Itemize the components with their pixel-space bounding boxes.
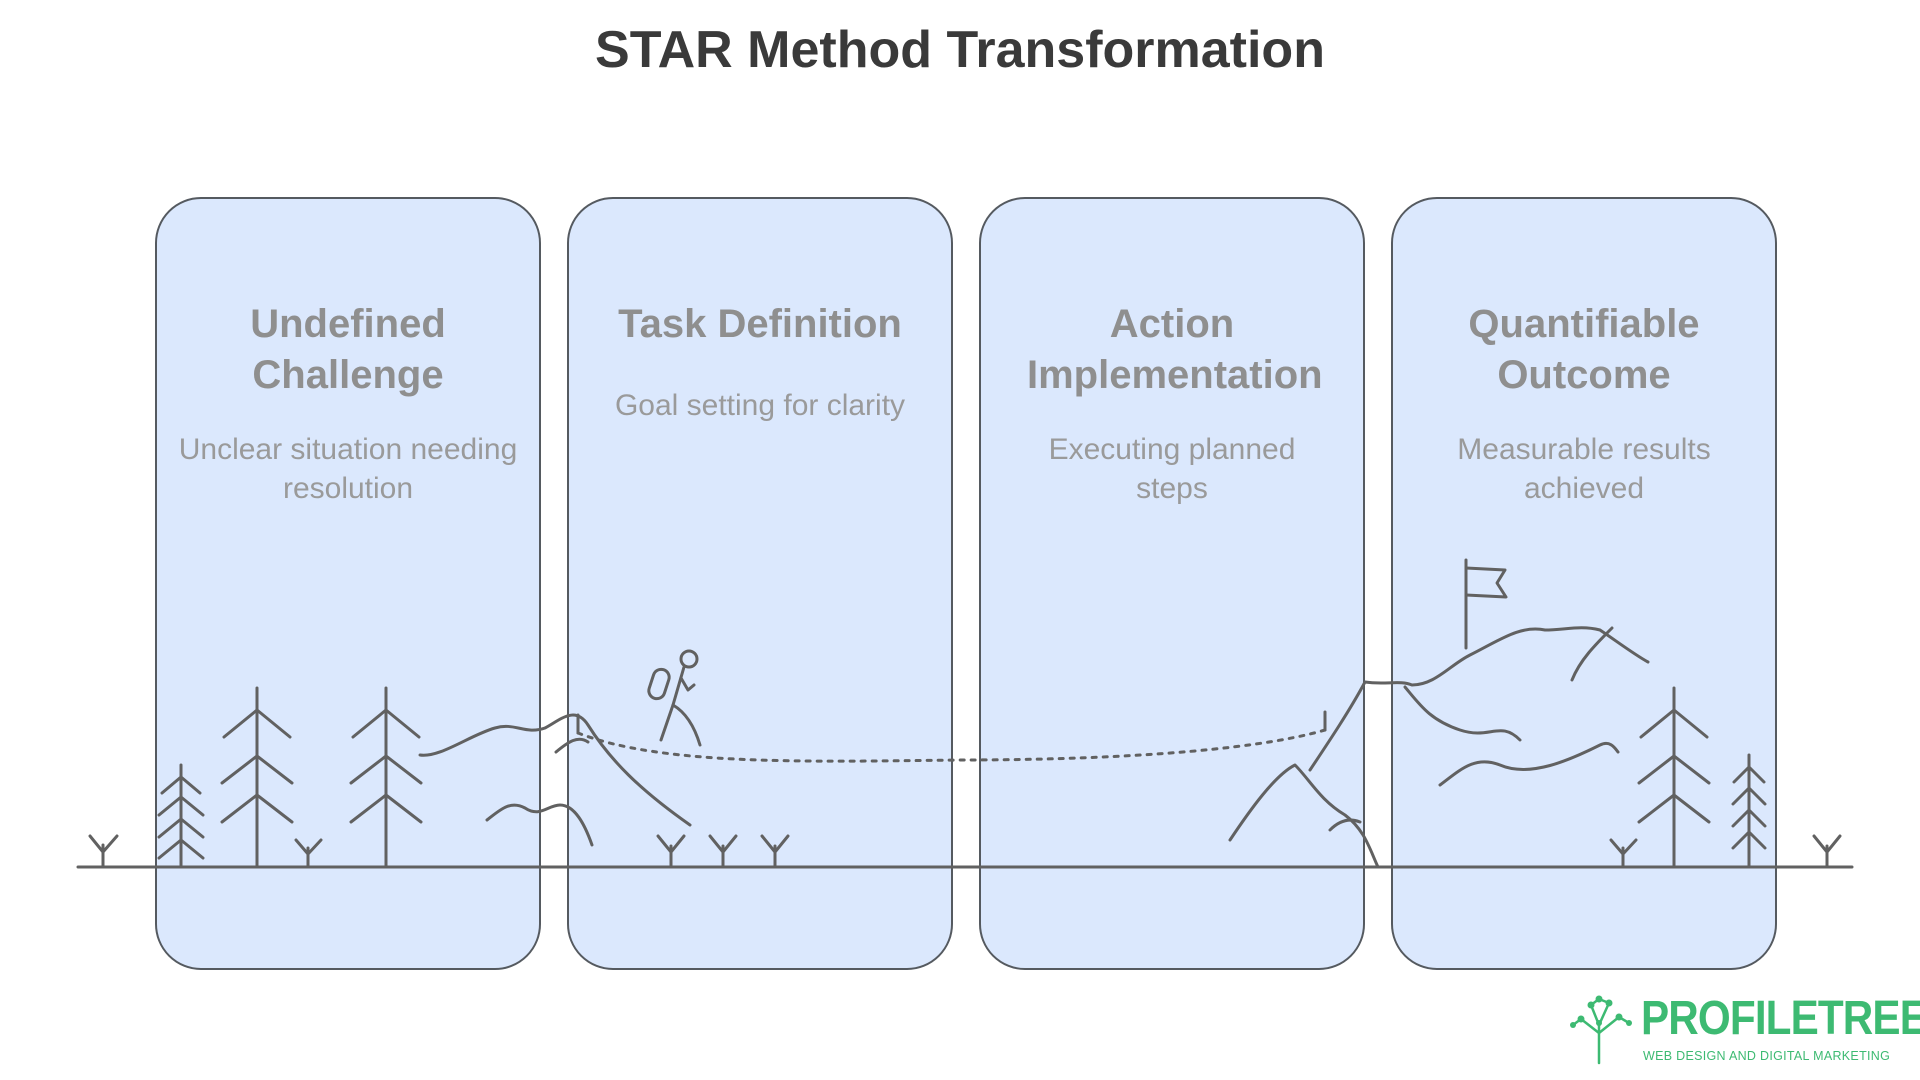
diagram-title: STAR Method Transformation xyxy=(595,21,1325,79)
stage-panel-action-implementation: Action Implementation Executing planned … xyxy=(979,197,1365,970)
stage-description: Executing planned steps xyxy=(1048,433,1296,505)
stage-heading: Action Implementation xyxy=(1027,302,1323,397)
stage-description: Unclear situation needing resolution xyxy=(178,433,518,505)
tree-logo-icon xyxy=(1570,995,1632,1065)
stage-heading: Task Definition xyxy=(618,302,902,346)
stage-panel-undefined-challenge: Undefined Challenge Unclear situation ne… xyxy=(155,197,541,970)
logo-tagline: WEB DESIGN AND DIGITAL MARKETING xyxy=(1643,1049,1891,1063)
stage-heading: Undefined Challenge xyxy=(250,302,446,397)
stage-heading: Quantifiable Outcome xyxy=(1468,302,1700,397)
stage-panel-task-definition: Task Definition Goal setting for clarity xyxy=(567,197,953,970)
stage-description: Measurable results achieved xyxy=(1457,433,1711,505)
stage-description: Goal setting for clarity xyxy=(614,389,906,422)
stage-panel-quantifiable-outcome: Quantifiable Outcome Measurable results … xyxy=(1391,197,1777,970)
grass-tuft-icon xyxy=(88,834,119,869)
logo-wordmark: PROFILETREE xyxy=(1641,992,1920,1045)
grass-tuft-icon xyxy=(1812,834,1842,869)
profiletree-logo[interactable]: PROFILETREE WEB DESIGN AND DIGITAL MARKE… xyxy=(1567,993,1920,1065)
